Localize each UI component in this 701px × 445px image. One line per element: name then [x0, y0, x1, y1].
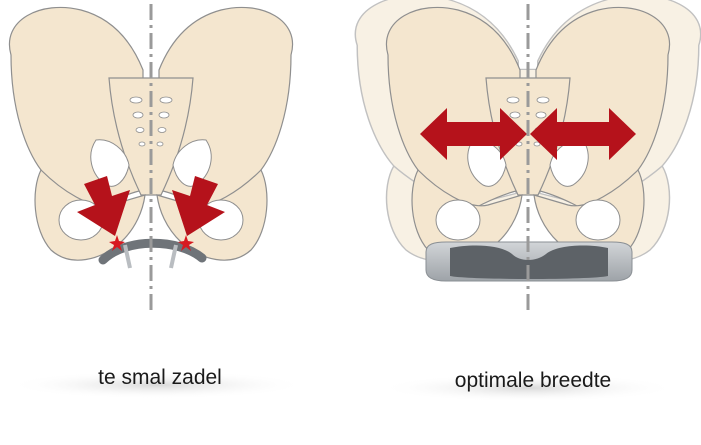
left-arrow-icon: [77, 176, 130, 236]
left-caption-shadow: [7, 371, 307, 399]
right-caption: optimale breedte: [454, 369, 612, 392]
saddle-rails: [123, 244, 178, 269]
left-star-icon: [109, 235, 125, 251]
right-star-icon: [178, 235, 194, 251]
right-arrow-icon: [172, 176, 225, 236]
right-caption-shadow: [378, 374, 678, 402]
left-pelvis-diagram: [8, 4, 294, 314]
left-caption: te smal zadel: [98, 366, 222, 389]
spread-arrows-icon: [420, 108, 636, 160]
right-pelvis-diagram: [354, 0, 701, 314]
wide-saddle-top: [450, 245, 608, 279]
